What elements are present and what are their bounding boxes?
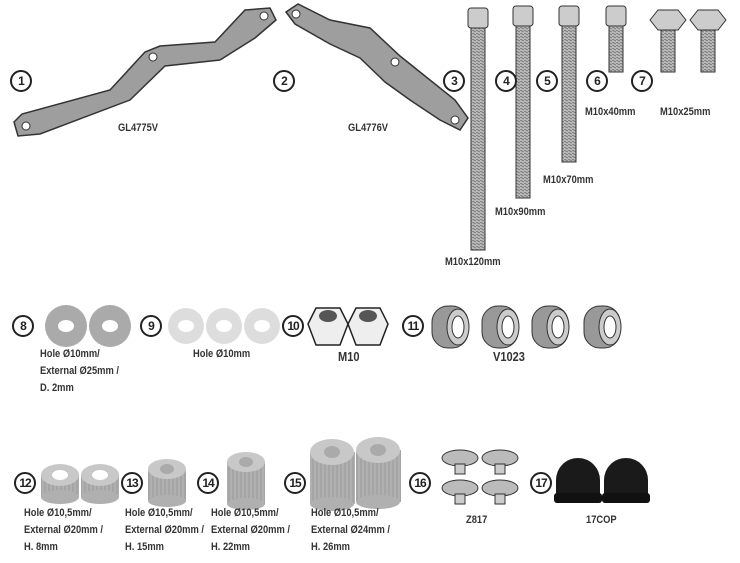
part-label-11: V1023 xyxy=(493,349,525,364)
rivets-z817 xyxy=(441,449,519,505)
caps-17cop xyxy=(554,458,650,503)
part-label-10: M10 xyxy=(338,349,360,364)
part-label-2: GL4776V xyxy=(348,122,389,134)
part-number-6: 6 xyxy=(586,70,608,92)
part-number-9: 9 xyxy=(140,315,162,337)
spacer-14 xyxy=(227,452,265,510)
spacers-12 xyxy=(41,464,119,504)
part-number-14: 14 xyxy=(197,472,219,494)
part-number-12: 12 xyxy=(14,472,36,494)
spacer-13 xyxy=(148,459,186,507)
spacers-15 xyxy=(310,437,401,511)
washers-9 xyxy=(168,308,280,344)
bracket-gl4776v xyxy=(284,3,469,131)
part-number-13: 13 xyxy=(121,472,143,494)
part-label-9: Hole Ø10mm xyxy=(193,348,251,360)
part-label-13: Hole Ø10,5mm/External Ø20mm /H. 15mm xyxy=(125,507,204,553)
bolt-m10x90 xyxy=(512,5,534,199)
washers-8 xyxy=(45,305,131,347)
nuts-m10 xyxy=(307,307,389,346)
part-label-6: M10x40mm xyxy=(585,106,636,118)
part-number-17: 17 xyxy=(530,472,552,494)
part-label-8: Hole Ø10mm/External Ø25mm /D. 2mm xyxy=(40,348,119,394)
part-label-12: Hole Ø10,5mm/External Ø20mm /H. 8mm xyxy=(24,507,103,553)
part-number-3: 3 xyxy=(443,70,465,92)
part-number-1: 1 xyxy=(10,70,32,92)
spacers-v1023 xyxy=(431,305,622,349)
bolt-m10x70 xyxy=(558,5,580,163)
part-number-16: 16 xyxy=(409,472,431,494)
part-number-8: 8 xyxy=(12,315,34,337)
part-number-7: 7 xyxy=(631,70,653,92)
bracket-gl4775v xyxy=(13,7,277,137)
bolt-m10x40 xyxy=(605,5,627,73)
part-number-4: 4 xyxy=(495,70,517,92)
part-number-11: 11 xyxy=(402,315,424,337)
part-number-15: 15 xyxy=(284,472,306,494)
part-label-5: M10x70mm xyxy=(543,174,594,186)
part-label-1: GL4775V xyxy=(118,122,159,134)
bolt-m10x120 xyxy=(467,7,489,251)
part-label-4: M10x90mm xyxy=(495,206,546,218)
hex-bolts-m10x25 xyxy=(649,9,727,73)
part-label-3: M10x120mm xyxy=(445,256,501,268)
part-label-7: M10x25mm xyxy=(660,106,711,118)
part-number-10: 10 xyxy=(282,315,304,337)
part-label-17: 17COP xyxy=(586,514,617,526)
part-number-2: 2 xyxy=(273,70,295,92)
part-label-16: Z817 xyxy=(466,514,488,526)
part-label-15: Hole Ø10,5mm/External Ø24mm /H. 26mm xyxy=(311,507,390,553)
part-label-14: Hole Ø10,5mm/External Ø20mm /H. 22mm xyxy=(211,507,290,553)
part-number-5: 5 xyxy=(536,70,558,92)
